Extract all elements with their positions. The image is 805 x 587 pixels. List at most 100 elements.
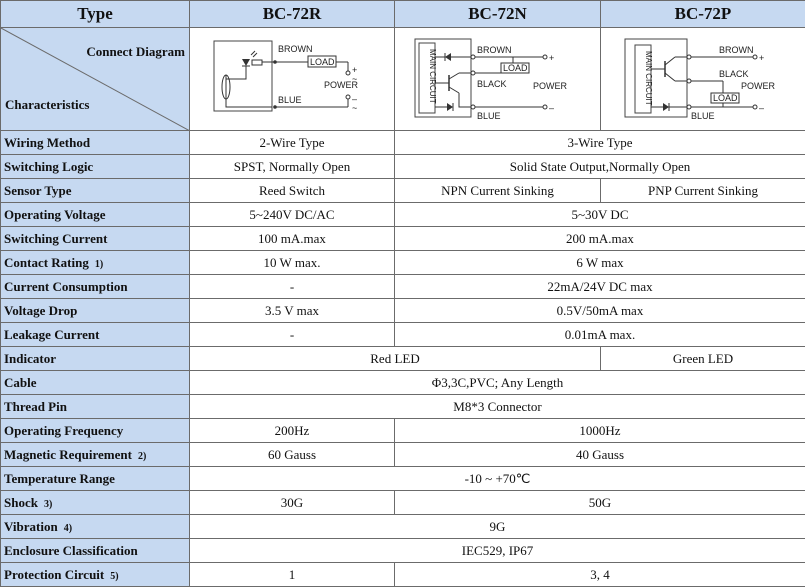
row-thread-pin: Thread Pin M8*3 Connector — [0, 394, 805, 419]
connect-diagram-label: Connect Diagram — [86, 44, 185, 59]
corner-diagonal-line — [1, 28, 189, 130]
row-label: Wiring Method — [0, 130, 190, 155]
row-operating-frequency: Operating Frequency 200Hz 1000Hz — [0, 418, 805, 443]
row-cable: Cable Φ3,3C,PVC; Any Length — [0, 370, 805, 395]
svg-text:LOAD: LOAD — [503, 63, 528, 73]
diagram-corner-cell: Connect Diagram Characteristics — [0, 27, 190, 131]
svg-text:LOAD: LOAD — [310, 57, 335, 67]
svg-text:POWER: POWER — [741, 81, 776, 91]
value-all-models: 9G — [189, 514, 805, 539]
footnote-marker: 3) — [43, 498, 53, 510]
row-leakage-current: Leakage Current - 0.01mA max. — [0, 322, 805, 347]
value-bc72n-bc72p: 40 Gauss — [394, 442, 805, 467]
characteristics-label: Characteristics — [5, 97, 90, 112]
row-label: Operating Frequency — [0, 418, 190, 443]
svg-text:BLUE: BLUE — [278, 95, 302, 105]
row-label: Switching Logic — [0, 154, 190, 179]
value-bc72n-bc72p: 5~30V DC — [394, 202, 805, 227]
footnote-marker: 4) — [63, 522, 73, 534]
row-operating-voltage: Operating Voltage 5~240V DC/AC 5~30V DC — [0, 202, 805, 227]
row-label: Vibration — [4, 518, 58, 534]
main-circuit-box — [418, 42, 435, 114]
row-label: Magnetic Requirement — [4, 446, 132, 462]
header-row: Type BC-72R BC-72N BC-72P — [0, 0, 805, 28]
row-vibration: Vibration 4) 9G — [0, 514, 805, 539]
footnote-marker: 1) — [94, 258, 104, 270]
svg-text:BROWN: BROWN — [719, 45, 754, 55]
value-bc72n-bc72p: 200 mA.max — [394, 226, 805, 251]
row-label: Current Consumption — [0, 274, 190, 299]
value-bc72r: Reed Switch — [189, 178, 395, 203]
row-indicator: Indicator Red LED Green LED — [0, 346, 805, 371]
value-bc72n-bc72p: 0.01mA max. — [394, 322, 805, 347]
row-label: Protection Circuit — [4, 566, 105, 582]
diagram-row: Connect Diagram Characteristics — [0, 27, 805, 131]
row-label: Cable — [0, 370, 190, 395]
footnote-marker: 2) — [137, 450, 147, 462]
value-bc72r: - — [189, 322, 395, 347]
row-label-cell: Magnetic Requirement 2) — [0, 442, 190, 467]
value-all-models: IEC529, IP67 — [189, 538, 805, 563]
row-enclosure-classification: Enclosure Classification IEC529, IP67 — [0, 538, 805, 563]
svg-text:~: ~ — [352, 74, 357, 84]
value-bc72r: 5~240V DC/AC — [189, 202, 395, 227]
model-header-n: BC-72N — [394, 0, 601, 28]
row-label: Leakage Current — [0, 322, 190, 347]
svg-text:BLACK: BLACK — [477, 79, 507, 89]
row-label: Temperature Range — [0, 466, 190, 491]
value-bc72r-bc72n: Red LED — [189, 346, 601, 371]
row-label: Thread Pin — [0, 394, 190, 419]
value-bc72r: 10 W max. — [189, 250, 395, 275]
value-bc72n-bc72p: 1000Hz — [394, 418, 805, 443]
row-label: Switching Current — [0, 226, 190, 251]
value-bc72r: 30G — [189, 490, 395, 515]
row-switching-logic: Switching Logic SPST, Normally Open Soli… — [0, 154, 805, 179]
value-bc72r: 60 Gauss — [189, 442, 395, 467]
svg-text:BROWN: BROWN — [477, 45, 512, 55]
value-bc72r: 3.5 V max — [189, 298, 395, 323]
value-bc72n: NPN Current Sinking — [394, 178, 601, 203]
svg-text:BLUE: BLUE — [477, 111, 501, 121]
model-header-p: BC-72P — [600, 0, 805, 28]
row-label-cell: Vibration 4) — [0, 514, 190, 539]
svg-text:–: – — [549, 103, 554, 113]
row-magnetic-requirement: Magnetic Requirement 2) 60 Gauss 40 Gauss — [0, 442, 805, 467]
main-circuit-box — [634, 44, 652, 114]
diagram-bc72p: MAIN CIRCUIT LOAD — [600, 27, 805, 131]
row-temperature-range: Temperature Range -10 ~ +70℃ — [0, 466, 805, 491]
value-bc72r: 200Hz — [189, 418, 395, 443]
row-label: Voltage Drop — [0, 298, 190, 323]
row-label: Contact Rating — [4, 254, 89, 270]
row-label-cell: Contact Rating 1) — [0, 250, 190, 275]
value-bc72r: 1 — [189, 562, 395, 587]
svg-text:–: – — [352, 94, 357, 104]
value-bc72n-bc72p: 0.5V/50mA max — [394, 298, 805, 323]
value-bc72r: 100 mA.max — [189, 226, 395, 251]
row-label-cell: Shock 3) — [0, 490, 190, 515]
row-label: Enclosure Classification — [0, 538, 190, 563]
value-bc72p: PNP Current Sinking — [600, 178, 805, 203]
svg-text:+: + — [759, 53, 764, 63]
svg-text:BROWN: BROWN — [278, 44, 313, 54]
svg-text:MAIN CIRCUIT: MAIN CIRCUIT — [428, 49, 437, 104]
npn-wiring-diagram: MAIN CIRCUIT — [414, 38, 567, 121]
value-all-models: -10 ~ +70℃ — [189, 466, 805, 491]
pnp-wiring-diagram: MAIN CIRCUIT LOAD — [624, 38, 776, 121]
row-voltage-drop: Voltage Drop 3.5 V max 0.5V/50mA max — [0, 298, 805, 323]
row-label: Indicator — [0, 346, 190, 371]
reed-switch-wiring-diagram: LOAD BROWN BLUE POWER + ~ – ~ — [213, 40, 359, 113]
svg-text:+: + — [352, 65, 357, 75]
svg-text:–: – — [759, 103, 764, 113]
svg-text:BLUE: BLUE — [691, 111, 715, 121]
svg-text:MAIN CIRCUIT: MAIN CIRCUIT — [644, 51, 653, 106]
row-label: Shock — [4, 494, 38, 510]
svg-text:+: + — [549, 53, 554, 63]
row-wiring-method: Wiring Method 2-Wire Type 3-Wire Type — [0, 130, 805, 155]
row-label: Sensor Type — [0, 178, 190, 203]
value-bc72n-bc72p: 22mA/24V DC max — [394, 274, 805, 299]
